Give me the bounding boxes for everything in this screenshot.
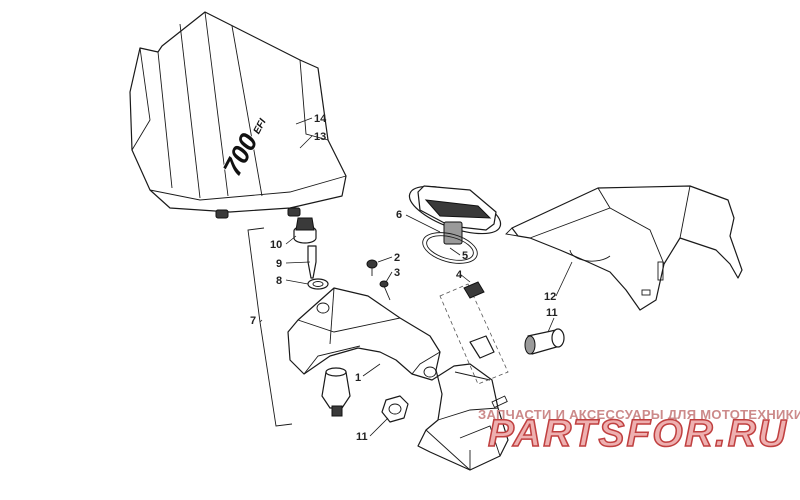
watermark: ЗАПЧАСТИ И АКСЕССУАРЫ ДЛЯ МОТОТЕХНИКИ PA…	[478, 407, 800, 456]
callout-9: 9	[276, 258, 282, 270]
callout-2: 2	[394, 252, 400, 264]
callout-6: 6	[396, 209, 402, 221]
bracket-detail	[439, 281, 509, 385]
watermark-caption: ЗАПЧАСТИ И АКСЕССУАРЫ ДЛЯ МОТОТЕХНИКИ	[478, 407, 800, 422]
gauge-assembly	[408, 185, 502, 264]
callout-11-nut: 11	[356, 431, 368, 443]
callout-1: 1	[355, 372, 361, 384]
fairing-cover	[505, 185, 743, 311]
callout-14: 14	[314, 113, 327, 125]
callout-7: 7	[250, 315, 256, 327]
watermark-brand: PARTSFOR.RU	[488, 413, 788, 455]
hex-nut	[381, 395, 409, 423]
headlight-housing	[287, 287, 509, 471]
callout-12: 12	[544, 291, 556, 303]
callout-11-knob: 11	[546, 307, 558, 319]
key-switch-stack	[247, 217, 351, 427]
adjuster-knob	[524, 328, 565, 355]
leader-lines	[259, 117, 573, 437]
callout-3: 3	[394, 267, 400, 279]
callout-5: 5	[462, 250, 468, 262]
callout-10: 10	[270, 239, 282, 251]
windshield: 700 EFI	[129, 11, 347, 219]
callout-13: 13	[314, 131, 326, 143]
callout-4: 4	[456, 269, 463, 281]
callout-8: 8	[276, 275, 282, 287]
fasteners	[366, 259, 391, 301]
callout-labels: 14 13 10 9 8 7 2 3 6 5 4 1 11 11 12	[250, 113, 558, 443]
